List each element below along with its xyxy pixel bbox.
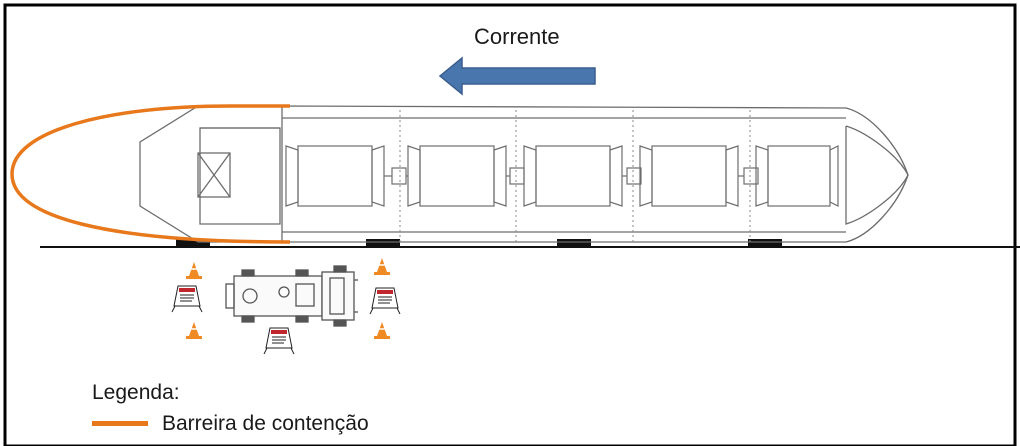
traffic-cone-icon bbox=[186, 322, 202, 339]
cargo-tank bbox=[767, 145, 831, 207]
vacuum-truck-icon bbox=[225, 265, 358, 327]
support-block bbox=[557, 239, 591, 248]
cargo-tank bbox=[535, 145, 611, 207]
legend-barrier-swatch bbox=[92, 421, 148, 426]
warning-sign-icon bbox=[263, 327, 295, 355]
current-label: Corrente bbox=[474, 24, 560, 49]
hatch-cross bbox=[197, 152, 231, 198]
containment-barrier bbox=[10, 104, 291, 244]
current-arrow-icon bbox=[438, 56, 596, 96]
pump-box bbox=[509, 167, 525, 185]
compartment-dividers bbox=[399, 110, 751, 242]
vessel-stern bbox=[139, 105, 282, 243]
traffic-cone-icon bbox=[374, 322, 390, 339]
cargo-tank bbox=[419, 145, 495, 207]
support-block bbox=[748, 239, 782, 248]
pump-box bbox=[626, 167, 642, 185]
warning-sign-icon bbox=[171, 285, 203, 313]
legend-title: Legenda: bbox=[92, 381, 180, 404]
traffic-cone-icon bbox=[186, 262, 202, 279]
hatch bbox=[197, 152, 231, 198]
support-block bbox=[176, 239, 210, 248]
vessel-deckhouse bbox=[199, 127, 281, 225]
cargo-tanks bbox=[285, 145, 839, 207]
support-block bbox=[366, 239, 400, 248]
traffic-cone-icon bbox=[374, 258, 390, 275]
legend-barrier-label: Barreira de contenção bbox=[162, 412, 369, 435]
outer-frame bbox=[3, 3, 1017, 446]
pump-box bbox=[391, 167, 407, 185]
cargo-tank bbox=[651, 145, 727, 207]
cargo-tank bbox=[297, 145, 373, 207]
vessel-hull bbox=[281, 105, 909, 243]
vessel-bow bbox=[845, 125, 909, 225]
warning-sign-icon bbox=[369, 287, 401, 315]
